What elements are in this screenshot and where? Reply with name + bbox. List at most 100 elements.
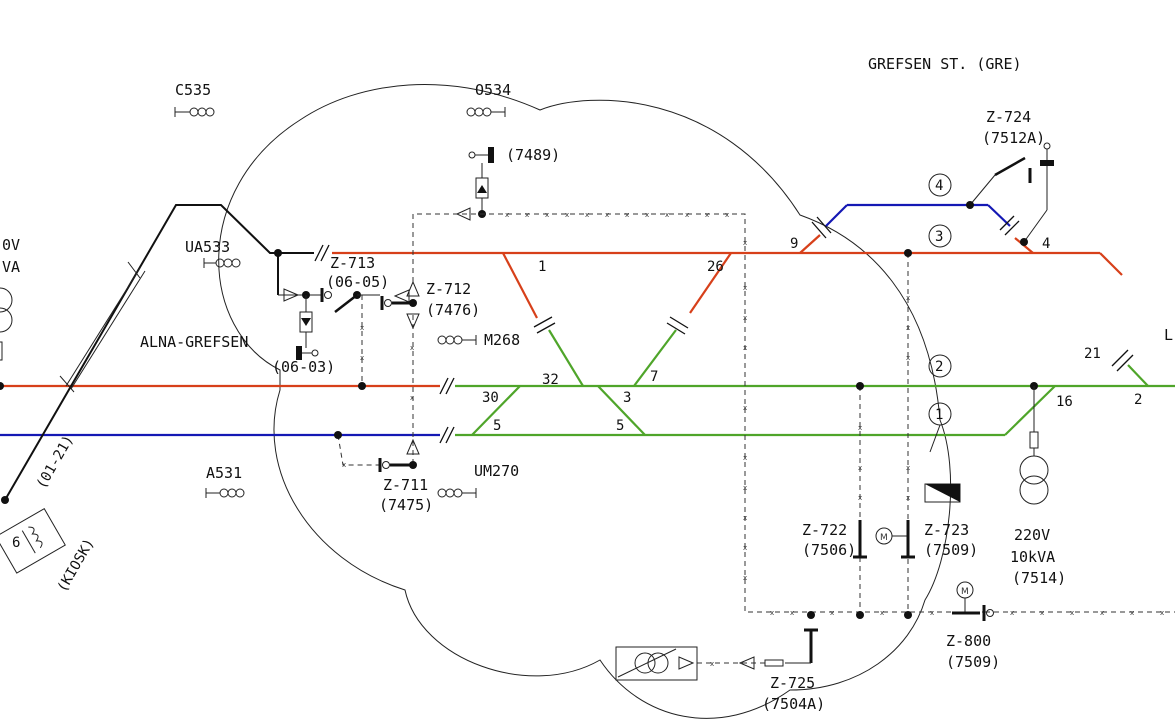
svg-text:x: x [360, 324, 364, 332]
svg-text:x: x [858, 464, 862, 472]
svg-text:x: x [1010, 609, 1014, 617]
svg-text:3: 3 [935, 229, 943, 245]
switch-z800-code: (7509) [946, 653, 1000, 671]
svg-text:x: x [743, 484, 747, 492]
switch-z722 [853, 520, 867, 619]
svg-text:x: x [505, 211, 509, 219]
line-name-label: ALNA-GREFSEN [140, 333, 248, 351]
svg-text:x: x [743, 239, 747, 247]
svg-text:x: x [743, 574, 747, 582]
transformer-power: 10kVA [1010, 548, 1055, 566]
section-number: 32 [542, 372, 559, 388]
svg-text:x: x [625, 211, 629, 219]
section-number: 2 [1134, 392, 1142, 408]
svg-text:x: x [743, 404, 747, 412]
mast-c535-label: C535 [175, 81, 211, 99]
mast-m268: M268 [437, 331, 520, 349]
section-number: 3 [623, 390, 631, 406]
junction-dots [0, 249, 1038, 390]
svg-text:x: x [665, 211, 669, 219]
svg-text:x: x [725, 211, 729, 219]
svg-text:x: x [906, 464, 910, 472]
svg-text:x: x [743, 454, 747, 462]
svg-text:x: x [880, 609, 884, 617]
cable-x-marks: x x x x x x x x x x x x x x x x x x x x x x x x x x x x x x… [342, 211, 1164, 668]
switch-z713-name: Z-713 [330, 254, 375, 272]
svg-text:x: x [1040, 609, 1044, 617]
mast-c535: C535 [174, 81, 215, 117]
switch-z711-name: Z-711 [383, 476, 428, 494]
station-cloud-outline [218, 84, 952, 719]
svg-text:x: x [906, 494, 910, 502]
switch-7489 [468, 147, 494, 218]
svg-text:x: x [342, 461, 346, 469]
track-wire-upper-red [332, 234, 1123, 276]
motor-label: M [880, 533, 888, 543]
svg-text:x: x [1100, 609, 1104, 617]
svg-text:x: x [1160, 609, 1164, 617]
section-number: 9 [790, 236, 798, 252]
track-wire-blue-4 [825, 203, 1011, 227]
switch-z800-name: Z-800 [946, 632, 991, 650]
switch-z712-name: Z-712 [426, 280, 471, 298]
svg-text:x: x [743, 544, 747, 552]
svg-text:x: x [585, 211, 589, 219]
switch-z724-code: (7512A) [982, 129, 1045, 147]
feeder-line-black [1, 204, 314, 504]
track-circle-1: 1 [928, 402, 952, 426]
switch-z725-name: Z-725 [770, 674, 815, 692]
svg-text:x: x [1130, 609, 1134, 617]
switch-7489-code: (7489) [506, 146, 560, 164]
svg-text:x: x [906, 294, 910, 302]
track-circle-4: 4 [928, 173, 952, 197]
switch-z712 [376, 280, 420, 330]
switch-z723-code: (7509) [924, 541, 978, 559]
switch-z711 [334, 382, 420, 472]
svg-text:x: x [858, 494, 862, 502]
svg-text:x: x [1070, 609, 1074, 617]
crossover-wires [471, 252, 732, 436]
section-number: 21 [1084, 346, 1101, 362]
mast-m268-label: M268 [484, 331, 520, 349]
section-number: 16 [1056, 394, 1073, 410]
section-number: 1 [538, 259, 546, 275]
switch-z722-code: (7506) [802, 541, 856, 559]
kiosk-icon [0, 507, 66, 574]
section-number: 26 [707, 259, 724, 275]
track-wire-green-2 [455, 364, 1175, 388]
mast-o534-label: O534 [475, 81, 511, 99]
svg-text:x: x [906, 354, 910, 362]
svg-text:x: x [525, 211, 529, 219]
section-insulators [314, 215, 1134, 444]
switch-z723-name: Z-723 [924, 521, 969, 539]
feeder-transformer-box-icon [615, 646, 698, 681]
svg-text:x: x [545, 211, 549, 219]
section-number: 5 [493, 418, 501, 434]
transformer-icon [1019, 386, 1049, 505]
track-circle-3: 3 [928, 224, 952, 248]
right-edge-label: L [1164, 326, 1173, 344]
svg-text:x: x [743, 284, 747, 292]
svg-text:2: 2 [935, 359, 943, 375]
switch-z724 [966, 142, 1054, 246]
mast-ua533-label: UA533 [185, 238, 230, 256]
cable-0121-label: (01-21) [34, 433, 77, 492]
svg-text:4: 4 [935, 178, 943, 194]
section-number: 30 [482, 390, 499, 406]
mast-a531-label: A531 [206, 464, 242, 482]
svg-text:x: x [685, 211, 689, 219]
switch-z723: M [875, 520, 915, 619]
cable-0121 [59, 261, 146, 393]
svg-text:x: x [565, 211, 569, 219]
mast-a531: A531 [205, 464, 245, 498]
track-wire-green-1 [455, 385, 1056, 437]
mast-ua533: UA533 [185, 238, 241, 268]
mast-o534: O534 [466, 81, 511, 117]
switch-z711-code: (7475) [379, 496, 433, 514]
svg-text:x: x [770, 609, 774, 617]
section-number: 5 [616, 418, 624, 434]
svg-text:x: x [906, 324, 910, 332]
motor-label: M [961, 587, 969, 597]
svg-text:x: x [743, 514, 747, 522]
